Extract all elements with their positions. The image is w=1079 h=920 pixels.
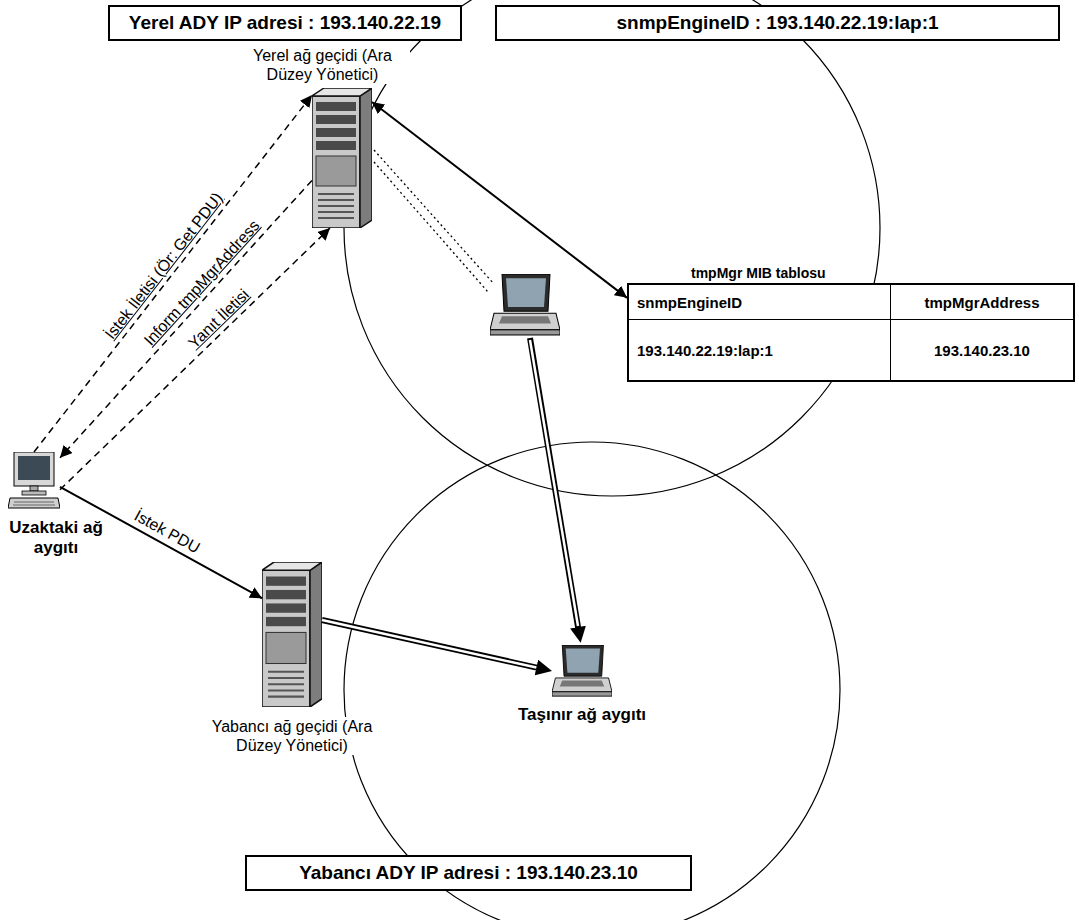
mobile-device: Taşınır ağ aygıtı [552,645,612,697]
dotted-link [374,150,494,284]
box-text: Yabancı ADY IP adresi : 193.140.23.10 [261,861,676,885]
device-label: Uzaktaki ağ aygıtı [4,518,108,558]
connector-line [60,228,330,490]
gateway-label: Yerel ağ geçidi (Ara Düzey Yönetici) [235,46,410,84]
table-cell: 193.140.23.10 [891,320,1073,380]
remote-device: Uzaktaki ağ aygıtı [8,452,60,510]
gateway-server: Yabancı ağ geçidi (Ara Düzey Yönetici) [262,562,322,707]
link-arrow [372,102,627,298]
connector-line [34,95,312,452]
box-text: snmpEngineID : 193.140.22.19:lap:1 [511,11,1044,35]
address-box: Yerel ADY IP adresi : 193.140.22.19 [108,5,462,41]
connector-line [60,180,312,457]
move-double-line [530,338,579,633]
mib-table: tmpMgr MIB tablosusnmpEngineIDtmpMgrAddr… [627,283,1075,382]
computer-icon [8,452,60,508]
foreign-network-region [344,442,840,920]
laptop-icon [552,645,612,696]
table-cell: snmpEngineID [629,285,891,320]
double-arrow [322,620,542,669]
move-double-line-inner [530,340,578,626]
double-line-inner [322,620,536,668]
message-arrow [60,180,312,457]
gateway-server: Yerel ağ geçidi (Ara Düzey Yönetici) [312,88,372,228]
gateway-label: Yabancı ağ geçidi (Ara Düzey Yönetici) [202,717,382,755]
message-arrow [34,95,312,452]
address-box: Yabancı ADY IP adresi : 193.140.23.10 [245,855,692,891]
table-cell: tmpMgrAddress [891,285,1073,320]
edge-label: İstek PDU [129,506,204,558]
table-cell: 193.140.22.19:lap:1 [629,320,891,380]
device-label: Taşınır ağ aygıtı [518,705,646,725]
dotted-link [374,162,488,292]
server-icon [312,88,372,228]
local-network-region [344,0,880,496]
double-line-outer [322,620,542,669]
box-text: Yerel ADY IP adresi : 193.140.22.19 [124,11,446,35]
table-caption: tmpMgr MIB tablosu [691,265,826,282]
server-icon [262,562,322,707]
laptop-icon [490,274,560,335]
message-arrow [60,228,330,490]
connector-line [372,102,627,298]
engine-id-box: snmpEngineID : 193.140.22.19:lap:1 [495,5,1060,41]
